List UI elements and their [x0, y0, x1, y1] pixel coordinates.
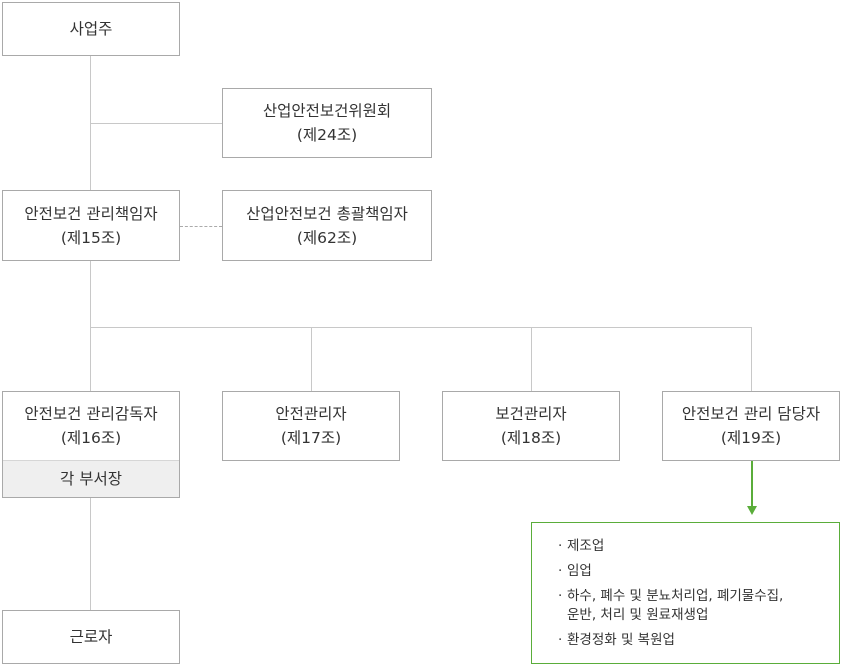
- committee-label: 산업안전보건위원회: [262, 102, 392, 120]
- owner-box: 사업주: [2, 2, 180, 56]
- general-manager-article: (제62조): [296, 228, 358, 247]
- safety-manager-box: 안전관리자 (제17조): [222, 391, 400, 461]
- industry-item: 환경정화 및 복원업: [558, 631, 829, 650]
- chief-manager-box: 안전보건 관리책임자 (제15조): [2, 190, 180, 261]
- connector-chief-general-dashed: [180, 226, 222, 227]
- safety-manager-article: (제17조): [280, 429, 342, 447]
- connector-committee: [90, 123, 222, 124]
- supervisor-box: 안전보건 관리감독자 (제16조) 각 부서장: [2, 391, 180, 498]
- committee-box: 산업안전보건위원회 (제24조): [222, 88, 432, 158]
- industry-item: 하수, 폐수 및 분뇨처리업, 폐기물수집, 운반, 처리 및 원료재생업: [558, 587, 829, 625]
- arrow-officer-duty-head: [747, 506, 757, 515]
- chief-manager-label: 안전보건 관리책임자: [24, 204, 158, 223]
- industry-item-line1: 하수, 폐수 및 분뇨처리업, 폐기물수집,: [567, 588, 784, 604]
- industry-item: 임업: [558, 562, 829, 581]
- health-manager-article: (제18조): [500, 429, 562, 447]
- committee-article: (제24조): [296, 126, 358, 144]
- supervisor-label: 안전보건 관리감독자: [24, 405, 158, 424]
- supervisor-article: (제16조): [60, 429, 122, 448]
- connector-chief-down: [90, 261, 91, 391]
- industry-item: 제조업: [558, 537, 829, 556]
- connector-branch-horizontal: [90, 327, 752, 328]
- officer-industries-box: 제조업 임업 하수, 폐수 및 분뇨처리업, 폐기물수집, 운반, 처리 및 원…: [531, 522, 840, 664]
- industry-item-line2: 운반, 처리 및 원료재생업: [567, 607, 709, 623]
- general-manager-box: 산업안전보건 총괄책임자 (제62조): [222, 190, 432, 261]
- connector-officer: [751, 327, 752, 391]
- supervisor-note: 각 부서장: [3, 460, 179, 497]
- general-manager-label: 산업안전보건 총괄책임자: [246, 204, 408, 223]
- officer-industries-list: 제조업 임업 하수, 폐수 및 분뇨처리업, 폐기물수집, 운반, 처리 및 원…: [558, 537, 829, 650]
- officer-box: 안전보건 관리 담당자 (제19조): [662, 391, 840, 461]
- health-manager-label: 보건관리자: [495, 405, 567, 423]
- connector-safety-manager: [311, 327, 312, 391]
- supervisor-title-area: 안전보건 관리감독자 (제16조): [3, 392, 179, 460]
- connector-health-manager: [531, 327, 532, 391]
- arrow-officer-duty-line: [751, 461, 753, 507]
- officer-article: (제19조): [720, 429, 782, 447]
- worker-box: 근로자: [2, 610, 180, 664]
- officer-label: 안전보건 관리 담당자: [681, 405, 821, 423]
- safety-manager-label: 안전관리자: [275, 405, 347, 423]
- health-manager-box: 보건관리자 (제18조): [442, 391, 620, 461]
- owner-label: 사업주: [69, 20, 113, 38]
- connector-supervisor-worker: [90, 498, 91, 610]
- chief-manager-article: (제15조): [60, 228, 122, 247]
- worker-label: 근로자: [69, 628, 113, 646]
